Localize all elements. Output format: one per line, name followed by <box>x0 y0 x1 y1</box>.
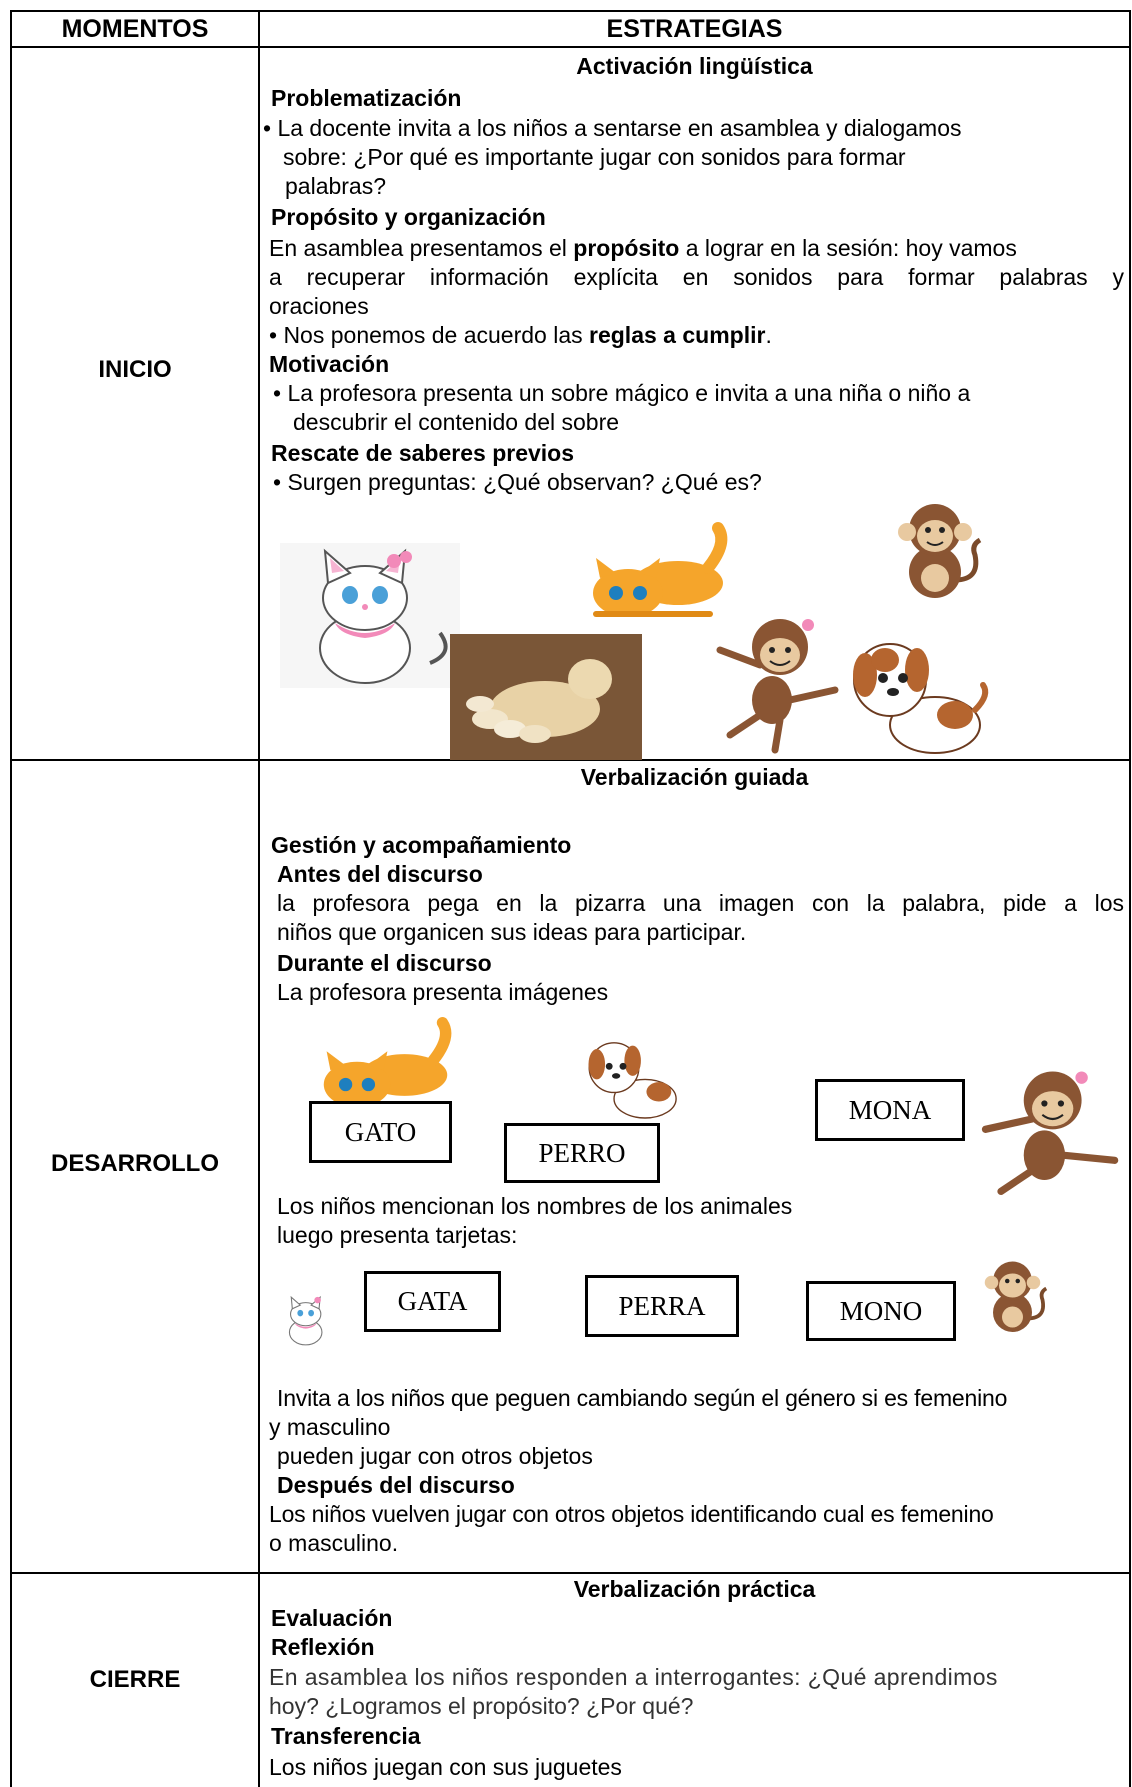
table-border-left <box>10 10 12 1787</box>
monkey-small-image <box>984 1261 1048 1332</box>
proposito-line2: a recuperar información explícita en son… <box>269 264 1124 290</box>
rules-post: . <box>765 322 772 348</box>
girl-monkey-large-image <box>981 1071 1119 1195</box>
table-row-divider-2 <box>10 1572 1131 1574</box>
girl-monkey-image <box>716 619 839 754</box>
invite-line2: y masculino <box>269 1414 391 1440</box>
section-title-verbalizacion-practica: Verbalización práctica <box>573 1576 816 1602</box>
motivacion-line1: • La profesora presenta un sobre mágico … <box>273 380 971 406</box>
reflexion-line1: En asamblea los niños responden a interr… <box>269 1664 998 1690</box>
proposito-line3: oraciones <box>269 293 369 319</box>
despues-title: Después del discurso <box>277 1472 515 1498</box>
transferencia-title: Transferencia <box>271 1723 421 1749</box>
gestion-title: Gestión y acompañamiento <box>271 832 572 858</box>
durante-line1: La profesora presenta imágenes <box>277 979 609 1005</box>
invite-line1: Invita a los niños que peguen cambiando … <box>277 1385 1008 1411</box>
header-strategies: ESTRATEGIAS <box>606 15 783 43</box>
proposito-line1-pre: En asamblea presentamos el <box>269 235 574 261</box>
proposito-line1-post: a lograr en la sesión: hoy vamos <box>679 235 1017 261</box>
word-card-mona: MONA <box>815 1079 965 1141</box>
problematizacion-line1: • La docente invita a los niños a sentar… <box>263 115 962 141</box>
despues-line1: Los niños vuelven jugar con otros objeto… <box>269 1501 994 1527</box>
problematizacion-line3: palabras? <box>285 173 387 199</box>
moment-cierre: CIERRE <box>89 1666 181 1693</box>
antes-line2: niños que organicen sus ideas para parti… <box>277 919 747 945</box>
orange-cat-small-image <box>323 1017 452 1108</box>
table-column-divider <box>258 10 260 1787</box>
table-header-divider <box>10 46 1131 48</box>
header-moments: MOMENTOS <box>61 15 209 43</box>
monkey-image <box>898 504 982 598</box>
table-border-right <box>1129 10 1131 1787</box>
word-card-perro: PERRO <box>504 1123 660 1183</box>
durante-title: Durante el discurso <box>277 950 492 976</box>
white-cat-small-image <box>288 1295 323 1346</box>
problematizacion-line2: sobre: ¿Por qué es importante jugar con … <box>283 144 906 170</box>
despues-line2: o masculino. <box>269 1530 399 1556</box>
proposito-keyword: propósito <box>573 235 680 261</box>
evaluacion-title: Evaluación <box>271 1605 393 1631</box>
problematizacion-title: Problematización <box>271 85 462 111</box>
saberes-title: Rescate de saberes previos <box>271 440 575 466</box>
mention-line1: Los niños mencionan los nombres de los a… <box>277 1193 793 1219</box>
rules-keyword: reglas a cumplir <box>589 322 766 348</box>
reflexion-title: Reflexión <box>271 1634 375 1660</box>
table-border-top <box>10 10 1131 12</box>
reflexion-line2: hoy? ¿Logramos el propósito? ¿Por qué? <box>269 1693 694 1719</box>
proposito-rules: • Nos ponemos de acuerdo las reglas a cu… <box>269 322 772 349</box>
word-card-mono: MONO <box>806 1281 956 1341</box>
white-cat-image <box>280 543 460 688</box>
proposito-line1: En asamblea presentamos el propósito a l… <box>269 235 1017 262</box>
motivacion-title: Motivación <box>269 351 390 377</box>
table-row-divider-1 <box>10 759 1131 761</box>
motivacion-line2: descubrir el contenido del sobre <box>293 409 620 435</box>
saberes-line1: • Surgen preguntas: ¿Qué observan? ¿Qué … <box>273 469 762 495</box>
word-card-gato: GATO <box>309 1101 452 1163</box>
section-title-verbalizacion-guiada: Verbalización guiada <box>580 764 809 790</box>
proposito-title: Propósito y organización <box>271 204 546 230</box>
rules-pre: • Nos ponemos de acuerdo las <box>269 322 590 348</box>
puppy-image <box>853 643 989 754</box>
mention-line2: luego presenta tarjetas: <box>277 1222 518 1248</box>
puppy-small-image <box>588 1042 677 1119</box>
antes-title: Antes del discurso <box>277 861 483 887</box>
word-card-perra: PERRA <box>585 1275 739 1337</box>
word-card-gata: GATA <box>364 1271 501 1332</box>
section-title-activacion: Activación lingüística <box>576 53 813 79</box>
moment-desarrollo: DESARROLLO <box>51 1150 219 1177</box>
puppies-photo <box>450 634 642 760</box>
moment-inicio: INICIO <box>98 356 172 383</box>
invite-line3: pueden jugar con otros objetos <box>277 1443 593 1469</box>
orange-cat-image <box>593 522 728 617</box>
transferencia-line1: Los niños juegan con sus juguetes <box>269 1754 622 1780</box>
antes-line1: la profesora pega en la pizarra una imag… <box>277 890 1124 916</box>
